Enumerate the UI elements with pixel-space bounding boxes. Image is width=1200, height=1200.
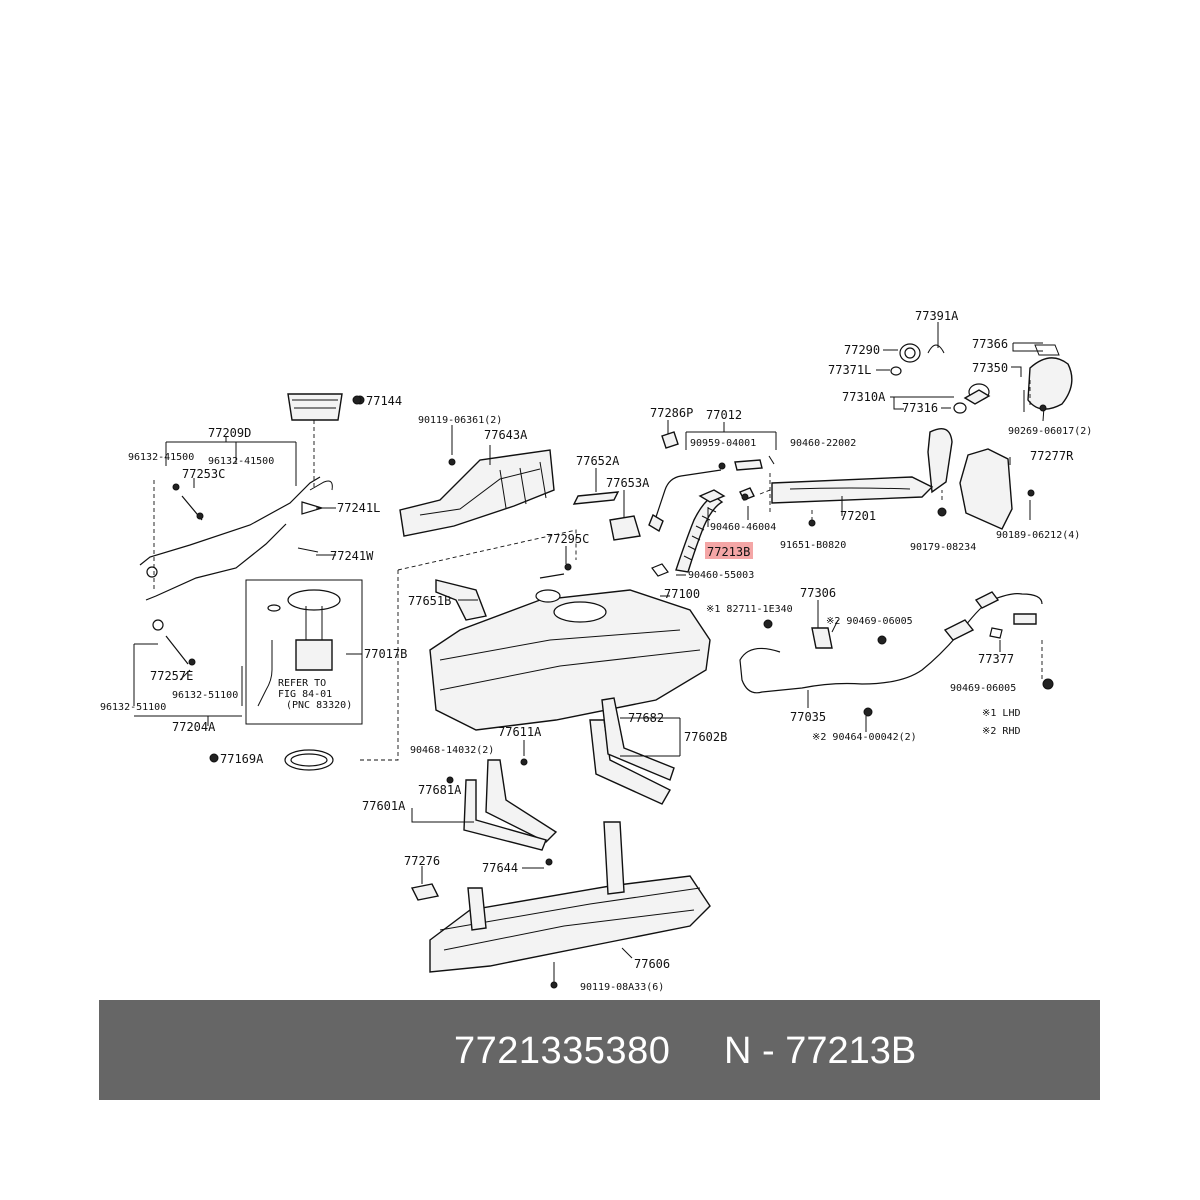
leader-lines (133, 322, 1043, 959)
vent-hose-assembly (648, 431, 775, 533)
label-90179-08234: 90179-08234 (910, 542, 976, 553)
label-77100: 77100 (664, 587, 700, 601)
label-77653A: 77653A (606, 476, 650, 490)
label-90468-14032: 90468-14032(2) (410, 745, 494, 756)
label-note-rhd: ※2 RHD (982, 726, 1020, 737)
label-77295C: 77295C (546, 532, 589, 546)
label-77276: 77276 (404, 854, 440, 868)
label-96132-41500-b: 96132-41500 (208, 456, 274, 467)
fuel-pump-group (209, 393, 365, 771)
part-number-footer: 7721335380 N - 77213B (99, 1000, 1100, 1100)
label-90460-46004: 90460-46004 (710, 522, 776, 533)
diagram-reference: N - 77213B (724, 1030, 917, 1072)
label-96132-51100-b: 96132-51100 (100, 702, 166, 713)
label-90269-06017: 90269-06017(2) (1008, 426, 1092, 437)
filler-neck-group (771, 428, 1035, 530)
filler-hose-77213B (651, 489, 726, 577)
label-77290: 77290 (844, 343, 880, 357)
label-77253C: 77253C (182, 467, 225, 481)
label-90460-55003: 90460-55003 (688, 570, 754, 581)
tank-protector-77606 (410, 821, 711, 989)
label-91651-B0820: 91651-B0820 (780, 540, 846, 551)
label-90959-04001: 90959-04001 (690, 438, 756, 449)
label-77017B: 77017B (364, 647, 407, 661)
label-90119-08A33: 90119-08A33(6) (580, 982, 664, 993)
label-77204A: 77204A (172, 720, 216, 734)
label-77257E: 77257E (150, 669, 193, 683)
label-77391A: 77391A (915, 309, 959, 323)
label-90464-00042: ※2 90464-00042(2) (812, 732, 917, 743)
label-77286P: 77286P (650, 406, 693, 420)
label-77643A: 77643A (484, 428, 528, 442)
label-77213B: 77213B (707, 545, 750, 559)
fuel-line-group (139, 476, 333, 666)
label-77651B: 77651B (408, 594, 451, 608)
label-90460-22002: 90460-22002 (790, 438, 856, 449)
dashed-callouts (153, 472, 1043, 761)
label-96132-51100-a: 96132-51100 (172, 690, 238, 701)
label-77209D: 77209D (208, 426, 251, 440)
fuel-filler-lid-group (890, 343, 1073, 422)
label-96132-41500-a: 96132-41500 (128, 452, 194, 463)
label-77611A: 77611A (498, 725, 542, 739)
label-77602B: 77602B (684, 730, 727, 744)
label-77350: 77350 (972, 361, 1008, 375)
label-90189-06212: 90189-06212(4) (996, 530, 1080, 541)
heat-insulator-group (399, 449, 641, 541)
label-77306: 77306 (800, 586, 836, 600)
label-refer-to: REFER TO (278, 678, 326, 689)
label-77366: 77366 (972, 337, 1008, 351)
label-77652A: 77652A (576, 454, 620, 468)
label-77681A: 77681A (418, 783, 462, 797)
tank-straps-group (446, 697, 675, 851)
label-77241L: 77241L (337, 501, 380, 515)
highlight-77213B (705, 542, 753, 559)
label-77144: 77144 (366, 394, 402, 408)
label-77169A: 77169A (220, 752, 264, 766)
label-77377: 77377 (978, 652, 1014, 666)
label-82711-1E340: ※1 82711-1E340 (706, 604, 793, 615)
label-77644: 77644 (482, 861, 518, 875)
label-77601A: 77601A (362, 799, 406, 813)
label-fig-84-01: FIG 84-01 (278, 689, 332, 700)
label-90119-06361: 90119-06361(2) (418, 415, 502, 426)
label-note-lhd: ※1 LHD (982, 708, 1020, 719)
part-labels: 77391A 77366 77290 77350 77371L 77310A 7… (100, 309, 1092, 993)
label-77012: 77012 (706, 408, 742, 422)
label-77035: 77035 (790, 710, 826, 724)
label-77606: 77606 (634, 957, 670, 971)
label-77682: 77682 (628, 711, 664, 725)
label-90469-06005-b: 90469-06005 (950, 683, 1016, 694)
label-77241W: 77241W (330, 549, 374, 563)
label-77201: 77201 (840, 509, 876, 523)
evap-tube-group (739, 591, 1054, 717)
label-77316: 77316 (902, 401, 938, 415)
label-77371L: 77371L (828, 363, 871, 377)
label-pnc-83320: (PNC 83320) (286, 700, 352, 711)
label-77310A: 77310A (842, 390, 886, 404)
label-77277R: 77277R (1030, 449, 1074, 463)
part-number: 7721335380 (454, 1030, 671, 1072)
label-90469-06005-a: ※2 90469-06005 (826, 616, 913, 627)
fuel-tank-77100 (429, 563, 711, 731)
